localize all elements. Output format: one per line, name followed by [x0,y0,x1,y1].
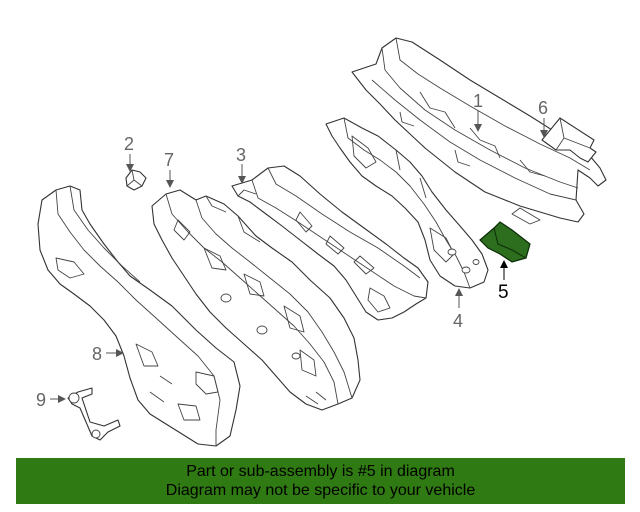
callout-label-9: 9 [36,390,46,410]
part-9-pin [67,387,121,441]
callout-label-8: 8 [92,344,102,364]
part-4-dash-member [325,117,489,289]
callout-label-3: 3 [236,145,246,165]
part-3-reinforcement [231,165,429,321]
callout-label-7: 7 [164,150,174,170]
callout-leader-4 [455,288,463,308]
banner-line-disclaimer: Diagram may not be specific to your vehi… [165,482,476,499]
callout-leader-5 [500,260,508,280]
callout-label-6: 6 [538,98,548,118]
part-6-bracket [541,117,597,163]
parts-diagram: 1 2 3 4 5 6 7 8 9 [36,37,607,447]
part-8-side-insulator [37,185,241,447]
callout-leader-2 [126,154,134,172]
banner-line-part-number: Part or sub-assembly is #5 in diagram [186,463,455,480]
part-5-highlighted-bracket [479,221,531,263]
part-7-dash-insulator [151,189,361,411]
callout-label-1: 1 [473,91,483,111]
part-2-clip [125,169,147,191]
callout-leader-8 [106,349,124,357]
callout-label-2: 2 [124,134,134,154]
callout-label-5: 5 [498,282,509,303]
callout-leader-6 [540,118,548,138]
callout-leader-3 [238,164,246,184]
callout-leader-9 [50,395,66,403]
info-banner: Part or sub-assembly is #5 in diagram Di… [16,458,625,504]
callout-label-4: 4 [453,311,463,331]
callout-leader-1 [474,110,482,132]
callout-leader-7 [166,170,174,188]
